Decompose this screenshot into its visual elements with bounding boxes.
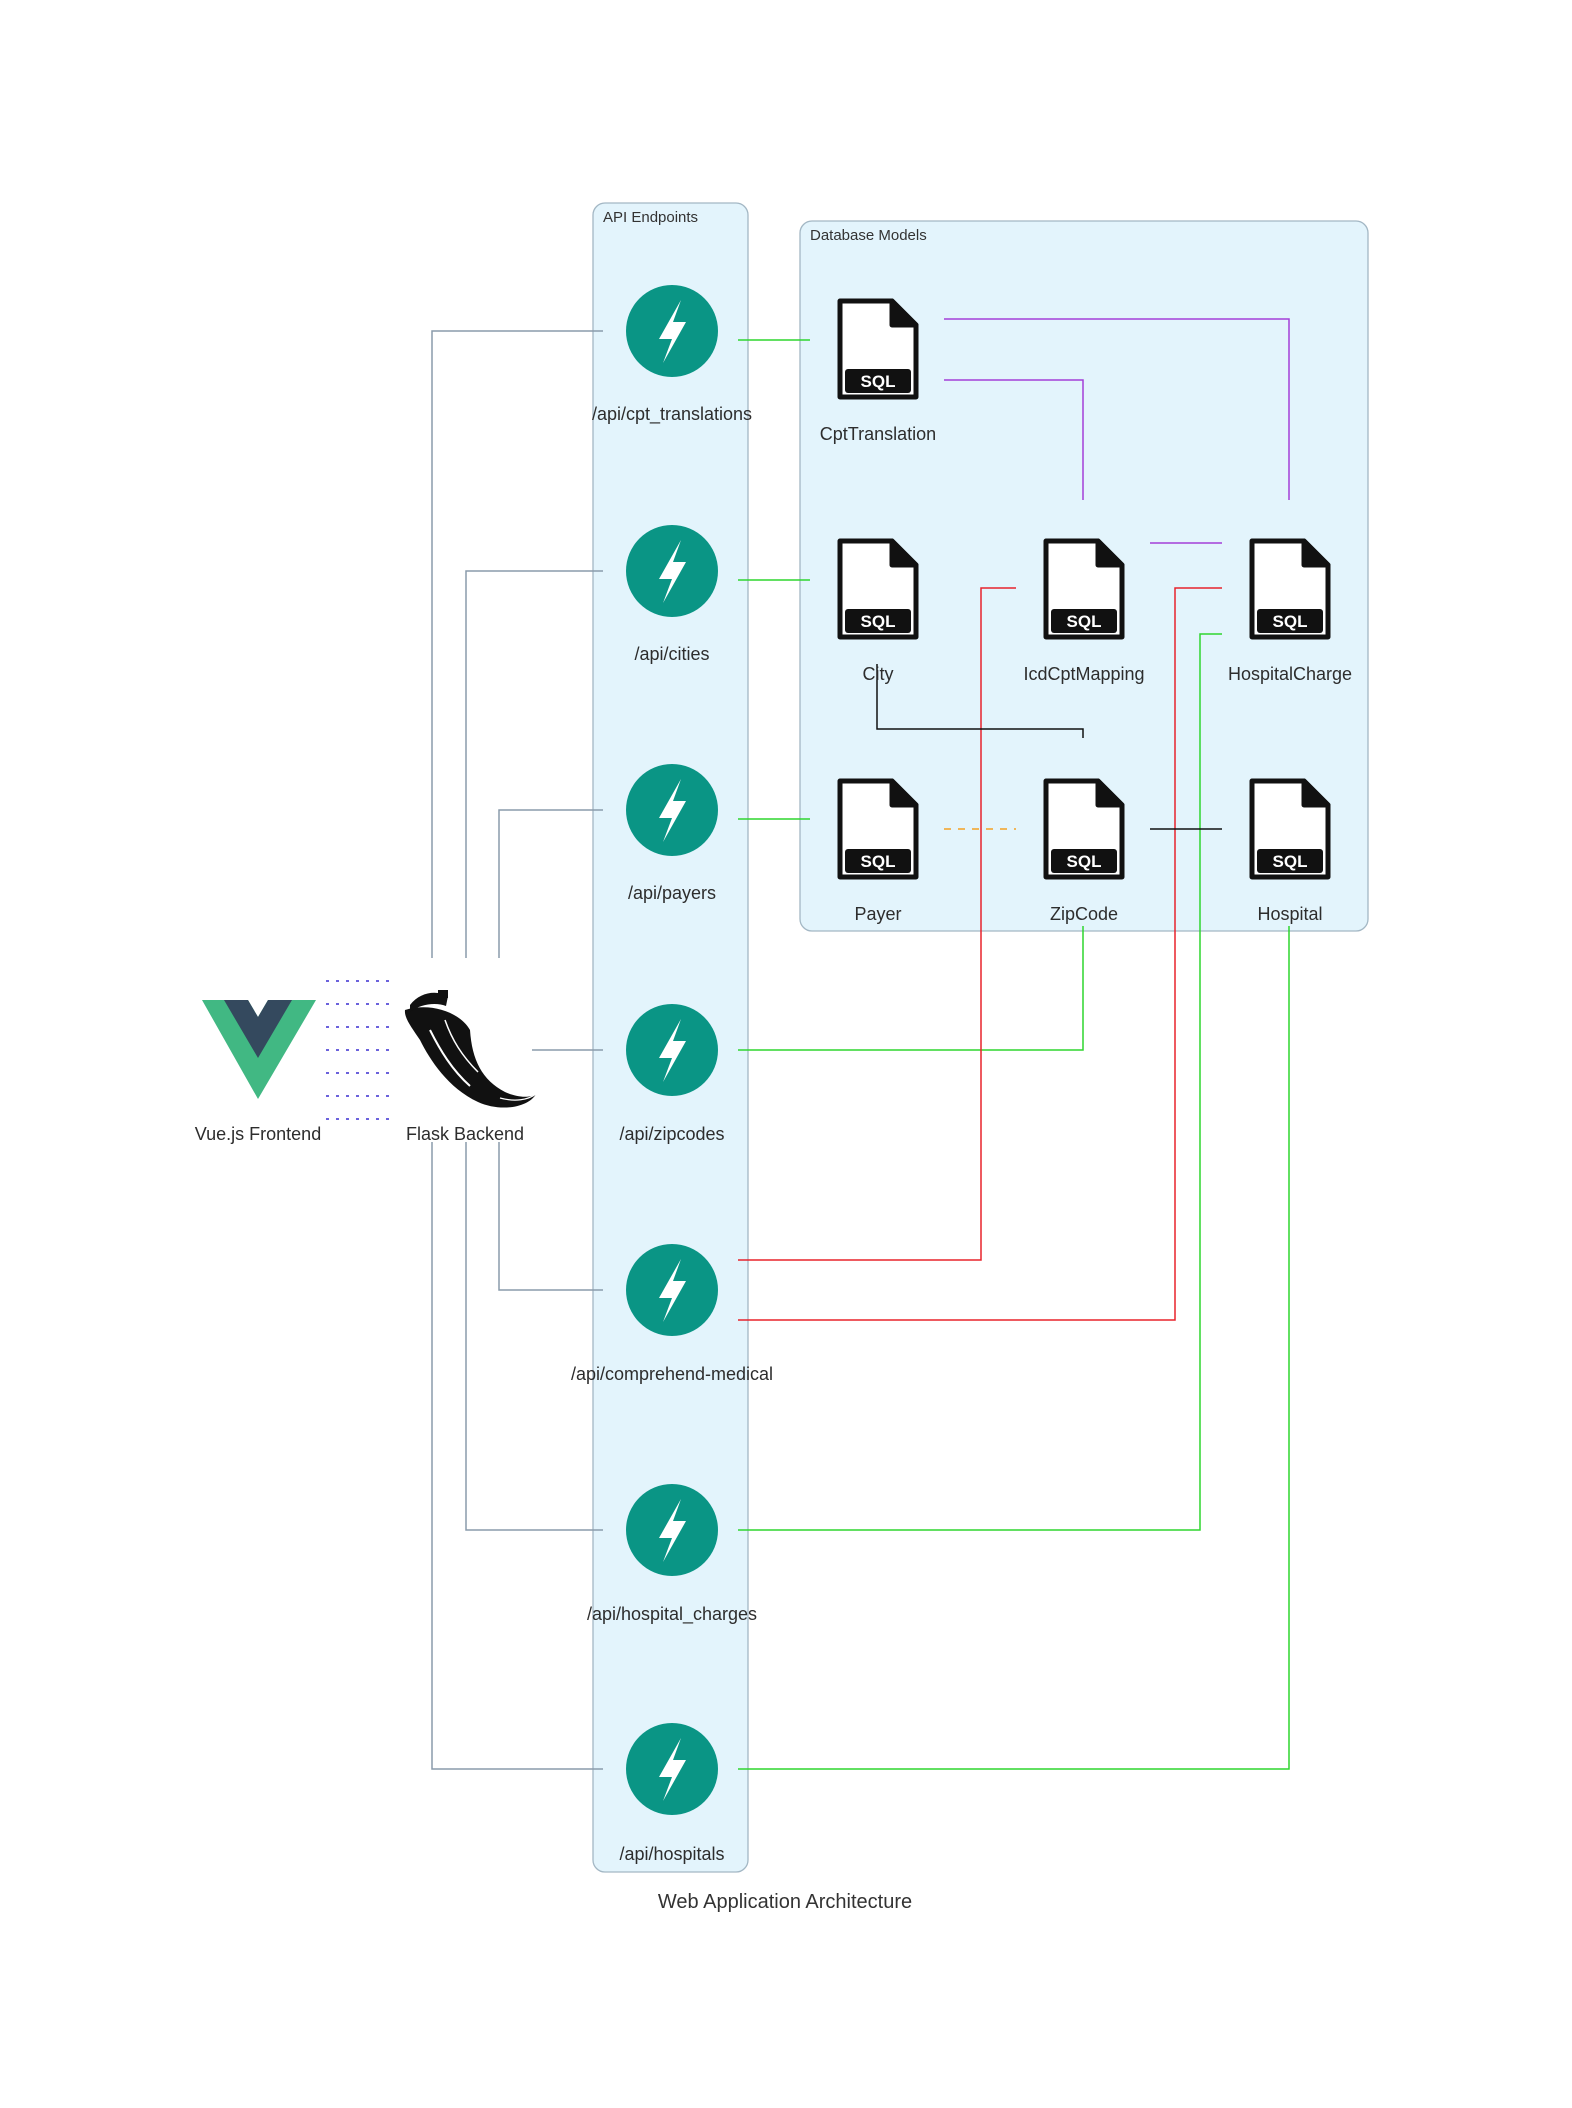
model-label-payer: Payer (854, 904, 901, 924)
endpoint-node-cpt-translations[interactable]: /api/cpt_translations (592, 285, 752, 425)
sql-file-icon: SQL (1043, 538, 1125, 640)
sql-file-icon: SQL (1249, 538, 1331, 640)
model-node-hospital[interactable]: SQL Hospital (1249, 778, 1331, 924)
svg-text:SQL: SQL (1067, 852, 1102, 871)
vue-logo-icon (202, 1000, 316, 1099)
edge-hospital-charges-model (738, 633, 1222, 1531)
model-label-city: City (863, 664, 894, 684)
flask-backend-label: Flask Backend (406, 1124, 524, 1144)
model-node-cpt-translation[interactable]: SQL CptTranslation (820, 298, 936, 444)
diagram-title: Web Application Architecture (658, 1891, 912, 1913)
endpoint-label-cities: /api/cities (634, 644, 709, 664)
edge-flask-cpt-translations (431, 330, 603, 958)
model-node-city[interactable]: SQL City (837, 538, 919, 684)
endpoint-node-hospitals[interactable]: /api/hospitals (619, 1723, 725, 1864)
edge-flask-payers (498, 809, 603, 958)
svg-text:SQL: SQL (861, 372, 896, 391)
edge-flask-hospitals (431, 1142, 603, 1770)
endpoint-label-hospital-charges: /api/hospital_charges (587, 1604, 757, 1625)
sql-file-icon: SQL (837, 538, 919, 640)
relation-edges (876, 318, 1290, 830)
svg-text:SQL: SQL (1273, 612, 1308, 631)
frontend-backend-edges (326, 980, 393, 1120)
endpoint-label-zipcodes: /api/zipcodes (619, 1124, 724, 1144)
edge-flask-cities (465, 570, 603, 958)
model-label-hospital-charge: HospitalCharge (1228, 664, 1352, 684)
model-label-cpt-translation: CptTranslation (820, 424, 936, 444)
endpoint-label-cpt-translations: /api/cpt_translations (592, 404, 752, 425)
query-edges (738, 339, 1290, 1770)
endpoint-node-cities[interactable]: /api/cities (626, 525, 718, 664)
flask-horn-icon (404, 990, 537, 1108)
edge-flask-comprehend (498, 1142, 603, 1291)
svg-text:SQL: SQL (1273, 852, 1308, 871)
vue-frontend-label: Vue.js Frontend (195, 1124, 321, 1144)
edge-comprehend-icd (738, 587, 1016, 1261)
vue-frontend-node: Vue.js Frontend (195, 1000, 321, 1144)
backend-edges (431, 330, 603, 1770)
endpoint-node-payers[interactable]: /api/payers (626, 764, 718, 903)
edge-city-to-zip (876, 664, 1084, 738)
sql-file-icon: SQL (1043, 778, 1125, 880)
model-node-payer[interactable]: SQL Payer (837, 778, 919, 924)
svg-text:SQL: SQL (861, 852, 896, 871)
edge-hospitals-model (738, 926, 1290, 1770)
model-node-hospital-charge[interactable]: SQL HospitalCharge (1228, 538, 1352, 684)
sql-file-icon: SQL (837, 298, 919, 400)
svg-text:SQL: SQL (861, 612, 896, 631)
endpoint-node-comprehend-medical[interactable]: /api/comprehend-medical (571, 1244, 773, 1384)
svg-text:SQL: SQL (1067, 612, 1102, 631)
model-label-hospital: Hospital (1257, 904, 1322, 924)
endpoint-label-payers: /api/payers (628, 883, 716, 903)
edge-flask-hospital-charges (465, 1142, 603, 1531)
endpoint-node-hospital-charges[interactable]: /api/hospital_charges (587, 1484, 757, 1625)
sql-file-icon: SQL (1249, 778, 1331, 880)
endpoint-label-comprehend-medical: /api/comprehend-medical (571, 1364, 773, 1384)
edge-comprehend-charge (738, 587, 1222, 1321)
model-node-icd-cpt-mapping[interactable]: SQL IcdCptMapping (1023, 538, 1145, 684)
endpoint-node-zipcodes[interactable]: /api/zipcodes (619, 1004, 725, 1144)
edge-zipcodes-model (738, 926, 1084, 1051)
model-label-icd-cpt-mapping: IcdCptMapping (1023, 664, 1144, 684)
endpoint-label-hospitals: /api/hospitals (619, 1844, 724, 1864)
flask-backend-node: Flask Backend (404, 990, 537, 1144)
model-node-zipcode[interactable]: SQL ZipCode (1043, 778, 1125, 924)
edge-cpt-to-icd (944, 379, 1084, 500)
api-endpoints-cluster-label: API Endpoints (603, 209, 698, 226)
model-label-zipcode: ZipCode (1050, 904, 1118, 924)
database-models-cluster-label: Database Models (810, 227, 927, 244)
edge-cpt-to-charge (944, 318, 1290, 500)
sql-file-icon: SQL (837, 778, 919, 880)
